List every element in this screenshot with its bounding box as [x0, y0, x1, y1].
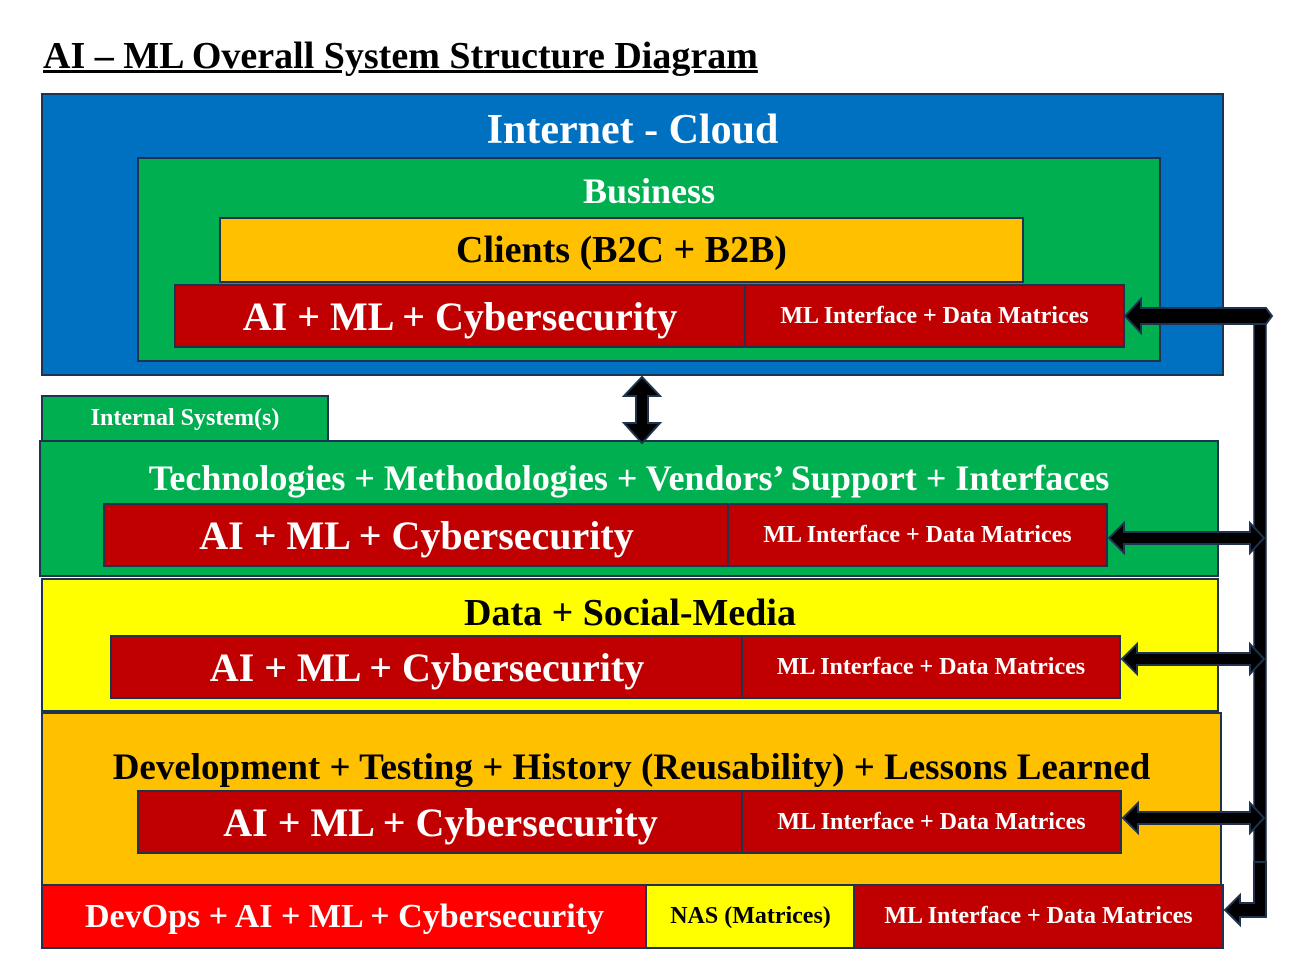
right-bus-connector-icon — [1253, 307, 1267, 918]
cloud-ai-ml-cybersecurity-box: AI + ML + Cybersecurity — [174, 284, 746, 348]
cloud-ml-interface-box: ML Interface + Data Matrices — [744, 284, 1125, 348]
clients-box: Clients (B2C + B2B) — [219, 217, 1024, 283]
data-social-media-label: Data + Social-Media — [464, 592, 796, 634]
devops-box: DevOps + AI + ML + Cybersecurity — [41, 884, 648, 949]
technologies-ai-ml-cybersecurity-box: AI + ML + Cybersecurity — [103, 503, 730, 567]
diagram-title: AI – ML Overall System Structure Diagram — [43, 35, 758, 77]
development-ai-ml-cybersecurity-box: AI + ML + Cybersecurity — [137, 790, 744, 854]
technologies-ml-interface-box: ML Interface + Data Matrices — [727, 503, 1108, 567]
technologies-label: Technologies + Methodologies + Vendors’ … — [148, 458, 1110, 498]
development-ml-interface-box: ML Interface + Data Matrices — [741, 790, 1122, 854]
data-ai-ml-cybersecurity-box: AI + ML + Cybersecurity — [110, 635, 744, 699]
nas-matrices-box: NAS (Matrices) — [645, 884, 856, 949]
elbow-left-arrow-icon — [1223, 861, 1267, 928]
development-label: Development + Testing + History (Reusabi… — [112, 746, 1151, 788]
business-label: Business — [582, 171, 716, 211]
data-ml-interface-box: ML Interface + Data Matrices — [741, 635, 1121, 699]
double-vertical-arrow-icon — [621, 375, 663, 445]
devops-ml-interface-box: ML Interface + Data Matrices — [853, 884, 1224, 949]
internet-cloud-label: Internet - Cloud — [486, 107, 779, 153]
internal-systems-tab: Internal System(s) — [41, 395, 329, 442]
